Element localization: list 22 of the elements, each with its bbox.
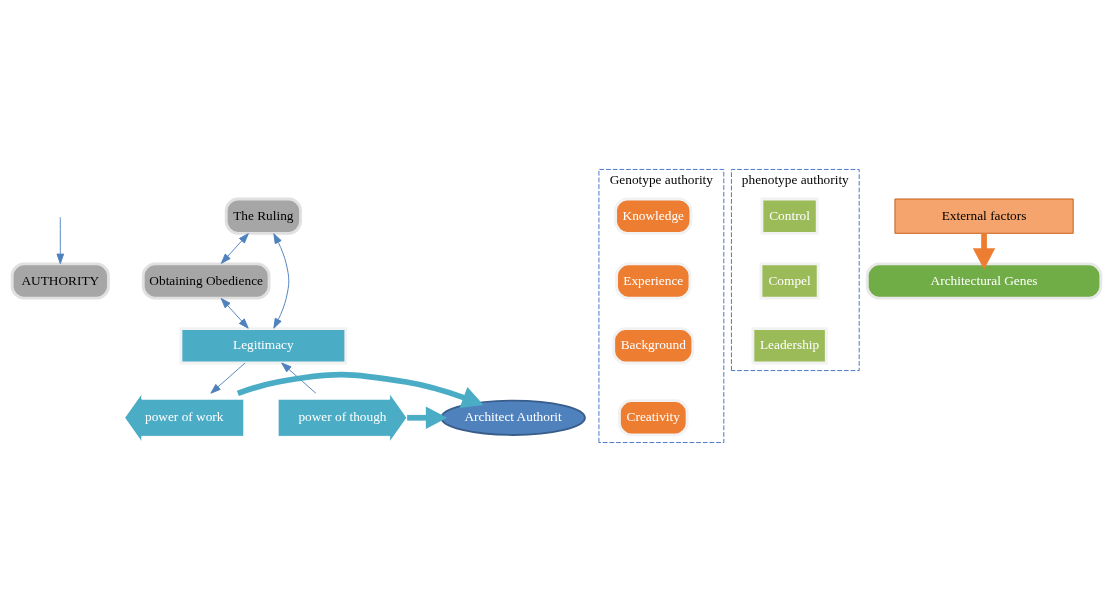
- arrow: [281, 362, 317, 394]
- arrow: [220, 233, 249, 264]
- arrow: [236, 371, 484, 408]
- node-box: Background: [612, 327, 695, 365]
- node-box: Experience: [615, 262, 692, 300]
- arrow: [210, 362, 246, 394]
- node-box: AUTHORITY: [10, 262, 110, 300]
- node-box: Knowledge: [614, 197, 693, 235]
- node-box: Leadership: [751, 327, 828, 365]
- arrow: [220, 298, 249, 329]
- node-box: Creativity: [618, 399, 689, 437]
- node-box: External factors: [894, 198, 1074, 234]
- node-ellipse: Architect Authorit: [440, 399, 586, 436]
- node-box: Control: [760, 197, 819, 235]
- arrow: [273, 233, 290, 329]
- node-box: Compel: [759, 262, 820, 300]
- arrow: [407, 406, 448, 429]
- node-box: The Ruling: [224, 197, 302, 235]
- node-box: Obtaining Obedience: [141, 262, 271, 300]
- node-box: Architectural Genes: [865, 262, 1103, 300]
- node-box: Legitimacy: [179, 327, 348, 365]
- arrow: [56, 216, 65, 265]
